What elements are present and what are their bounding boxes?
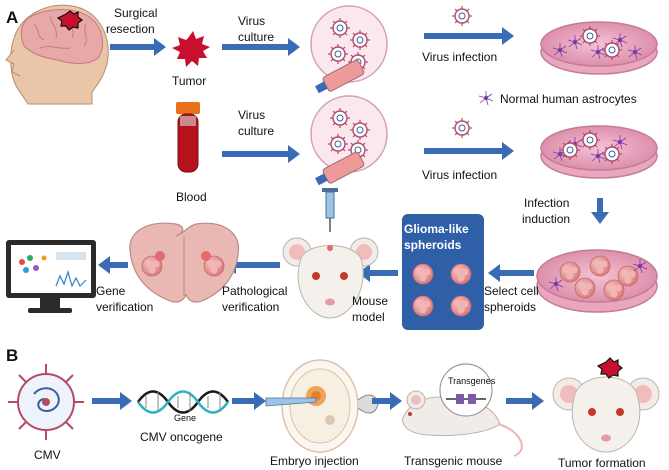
panel-label-a: A xyxy=(6,8,19,27)
arrow-induction-down xyxy=(591,198,609,224)
label-gene-verification-line1: Gene xyxy=(96,284,126,298)
label-blood: Blood xyxy=(176,190,207,204)
label-virus-culture-2-line1: Virus xyxy=(238,108,266,122)
label-virus-culture-1-line2: culture xyxy=(238,30,275,44)
glioma-spheroids xyxy=(402,214,484,330)
culture-dish-3 xyxy=(536,249,658,313)
label-mouse-model-line2: model xyxy=(352,310,385,324)
label-select-cell-line2: spheroids xyxy=(484,300,537,314)
label-virus-infection-2: Virus infection xyxy=(422,168,498,182)
label-tumor: Tumor xyxy=(172,74,207,88)
label-glioma-like-line1: Glioma-like xyxy=(404,222,469,236)
label-transgenic-mouse: Transgenic mouse xyxy=(404,454,503,468)
label-pathological-line2: verification xyxy=(222,300,280,314)
label-surgical-resection-line2: resection xyxy=(106,22,155,36)
tumor-formation-mouse-illustration xyxy=(552,357,660,453)
syringe-icon xyxy=(322,188,338,232)
astrocyte-legend-icon xyxy=(478,90,494,106)
label-cmv: CMV xyxy=(34,448,61,462)
transgenic-mouse-illustration xyxy=(401,363,523,457)
label-gene-verification-line2: verification xyxy=(96,300,154,314)
label-gene-tag: Gene xyxy=(174,413,197,423)
culture-flask-1 xyxy=(310,5,388,94)
arrow-spheroids-to-mouse xyxy=(358,264,398,282)
embryo-injection-illustration xyxy=(265,359,379,453)
label-mouse-model-line1: Mouse xyxy=(352,294,389,308)
blood-tube-icon xyxy=(176,102,200,173)
arrow-embryo-to-mouse xyxy=(372,392,402,410)
label-cmv-oncogene: CMV oncogene xyxy=(140,430,223,444)
mouse-face-illustration xyxy=(282,237,379,319)
culture-flask-2 xyxy=(310,95,388,186)
dna-helix-icon xyxy=(136,390,230,414)
arrow-cmv-to-oncogene xyxy=(92,392,132,410)
culture-dish-1 xyxy=(540,21,658,75)
label-transgenes-tag: Transgenes xyxy=(448,376,496,386)
label-virus-culture-2-line2: culture xyxy=(238,124,275,138)
cmv-virus-illustration xyxy=(8,364,84,440)
arrow-culture-to-infection-1 xyxy=(424,27,514,45)
culture-dish-2 xyxy=(540,125,658,179)
panel-label-b: B xyxy=(6,346,19,365)
brain-slice-illustration xyxy=(129,222,240,303)
arrow-tumor-to-culture-1 xyxy=(222,38,300,56)
label-infection-induction-line2: induction xyxy=(522,212,571,226)
label-virus-culture-1-line1: Virus xyxy=(238,14,266,28)
virus-icon-1 xyxy=(451,5,473,27)
arrow-resection-to-tumor xyxy=(110,38,166,56)
arrow-oncogene-to-embryo xyxy=(232,392,266,410)
label-embryo-injection: Embryo injection xyxy=(270,454,359,468)
arrow-blood-to-culture xyxy=(222,145,300,163)
monitor-icon xyxy=(6,240,96,313)
arrow-mouse-to-tumor xyxy=(506,392,544,410)
virus-icon-2 xyxy=(451,117,473,139)
head-with-brain-illustration xyxy=(5,4,109,105)
label-surgical-resection-line1: Surgical xyxy=(114,6,158,20)
arrow-dish-to-spheroids xyxy=(488,264,534,282)
label-virus-infection-1: Virus infection xyxy=(422,50,498,64)
label-glioma-like-line2: spheroids xyxy=(404,238,462,252)
tumor-icon xyxy=(172,31,210,67)
arrow-brain-to-monitor xyxy=(98,256,128,274)
label-select-cell-line1: Select cell xyxy=(484,284,539,298)
label-tumor-formation: Tumor formation xyxy=(558,456,646,470)
label-normal-astrocytes: Normal human astrocytes xyxy=(500,92,637,106)
label-infection-induction-line1: Infection xyxy=(524,196,570,210)
arrow-culture-to-infection-2 xyxy=(424,142,514,160)
label-pathological-line1: Pathological xyxy=(222,284,288,298)
